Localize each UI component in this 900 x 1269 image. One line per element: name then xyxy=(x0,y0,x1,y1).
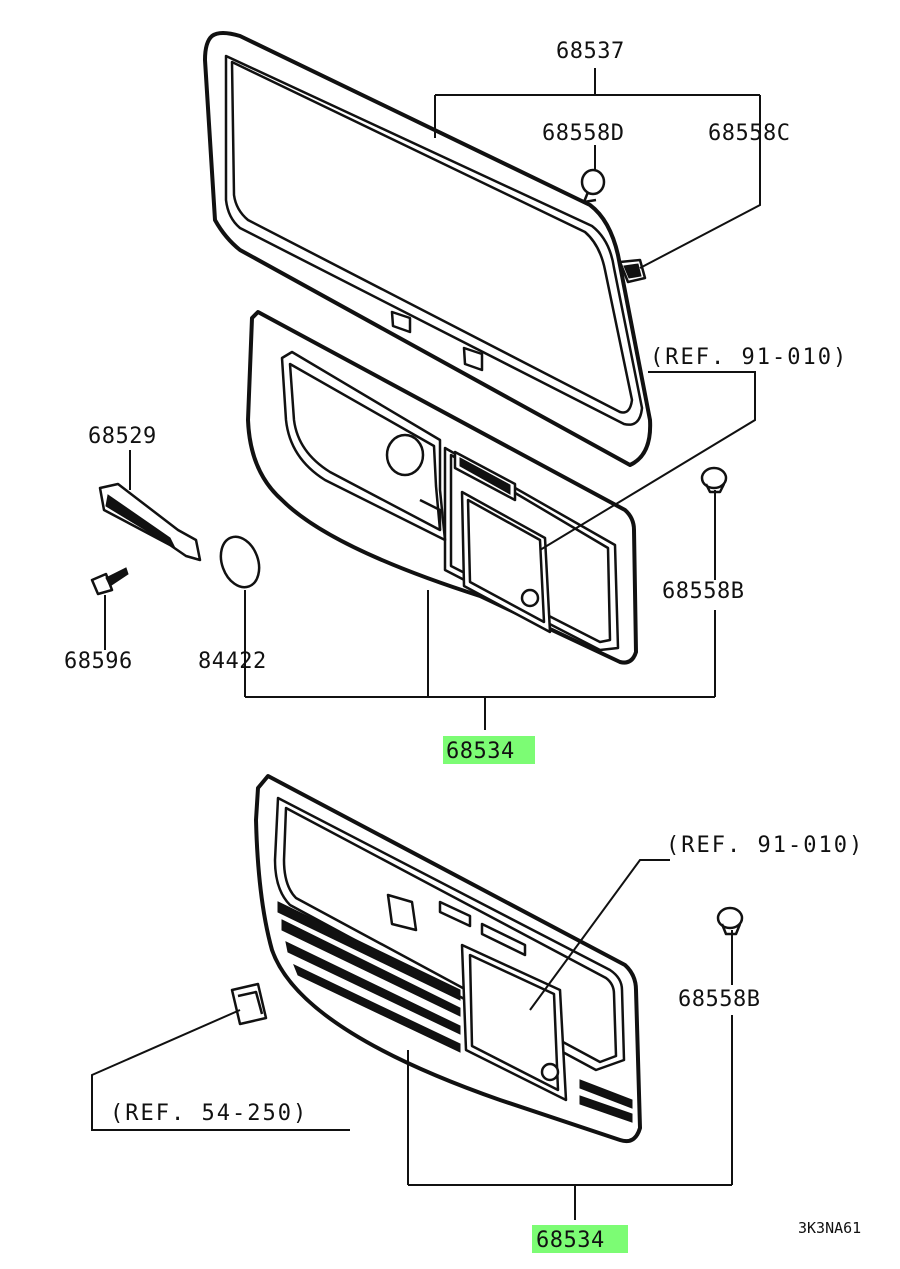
highlight-upper xyxy=(443,736,535,764)
pull-handle-68529-icon xyxy=(98,482,202,562)
label-ref-91-010-lower: (REF. 91-010) xyxy=(666,833,864,858)
label-68558c: 68558C xyxy=(708,121,790,146)
lower-door-trim-panel xyxy=(254,774,642,1144)
clip-68558b-upper-icon xyxy=(700,466,728,494)
fastener-68558c-icon xyxy=(618,258,647,284)
label-68537: 68537 xyxy=(556,39,625,64)
fastener-68558d-icon xyxy=(580,168,606,204)
label-ref-91-010-upper: (REF. 91-010) xyxy=(650,345,848,370)
drawing-code: 3K3NA61 xyxy=(798,1219,861,1237)
label-68534-lower: 68534 xyxy=(536,1228,605,1253)
label-68534-upper: 68534 xyxy=(446,739,515,764)
cap-84422-icon xyxy=(219,535,261,589)
label-68529: 68529 xyxy=(88,424,157,449)
label-ref-54-250: (REF. 54-250) xyxy=(110,1101,308,1126)
highlight-lower xyxy=(532,1225,628,1253)
window-trim-frame xyxy=(203,31,653,467)
bracket-ref-54-250-icon xyxy=(230,982,268,1026)
label-68558b-upper: 68558B xyxy=(662,579,744,604)
label-68596: 68596 xyxy=(64,649,133,674)
label-84422: 84422 xyxy=(198,649,267,674)
clip-68558b-lower-icon xyxy=(716,906,744,936)
label-68558d: 68558D xyxy=(542,121,624,146)
label-68558b-lower: 68558B xyxy=(678,987,760,1012)
upper-door-trim-panel xyxy=(246,310,638,665)
leader-lines xyxy=(91,68,761,1220)
screw-68596-icon xyxy=(90,567,129,596)
